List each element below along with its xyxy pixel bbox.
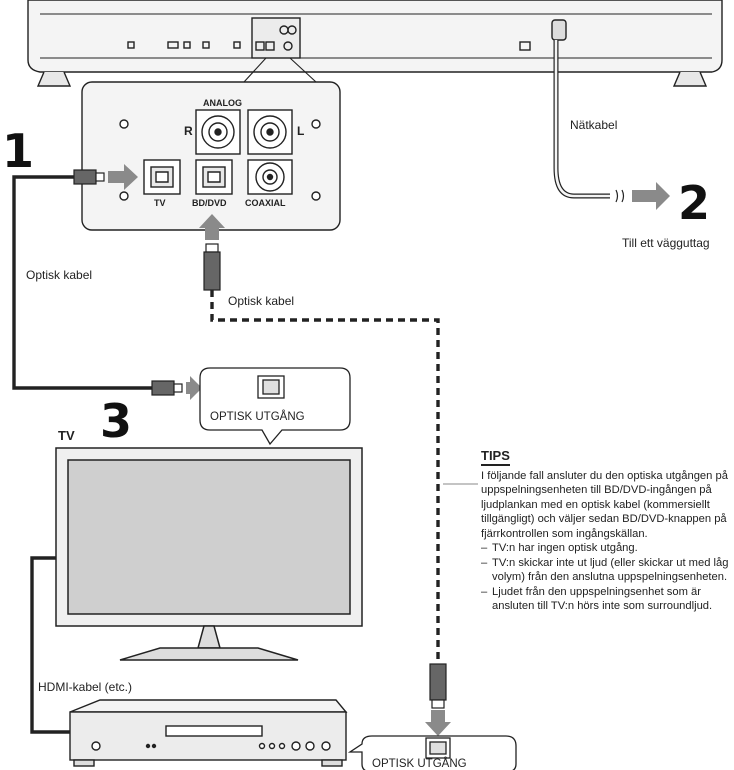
- tips-item: TV:n har ingen optisk utgång.: [481, 541, 734, 556]
- tips-item: Ljudet från den uppspelningsenhet som är…: [481, 585, 734, 614]
- step-2: 2: [678, 176, 711, 230]
- step-3: 3: [100, 394, 133, 448]
- optical-plug-tv-bottom: [151, 380, 183, 396]
- optical-cable-player: [210, 290, 440, 668]
- optical-cable-left-label: Optisk kabel: [26, 268, 93, 282]
- connector-panel: [81, 81, 341, 231]
- bd-dvd-player: [69, 699, 348, 767]
- player-optical-callout: [347, 735, 517, 770]
- zoom-callout-lines: [243, 57, 317, 83]
- optical-plug-bd-top: [203, 243, 221, 291]
- tips-item: TV:n skickar inte ut ljud (eller skickar…: [481, 556, 734, 585]
- hdmi-cable-label: HDMI-kabel (etc.): [38, 680, 133, 694]
- optical-cable-tv: [12, 175, 152, 390]
- analog-label: ANALOG: [203, 98, 242, 108]
- coaxial-label: COAXIAL: [245, 198, 286, 208]
- hdmi-cable: [30, 556, 76, 734]
- arrow-into-bd-port: [199, 214, 225, 240]
- wall-outlet-label: Till ett vägguttag: [622, 236, 710, 250]
- tips-list: TV:n har ingen optisk utgång. TV:n skick…: [481, 541, 734, 614]
- optical-plug-tv-top: [73, 169, 105, 185]
- tips-heading: TIPS: [481, 448, 510, 466]
- player-optical-output-label: OPTISK UTGÅNG: [372, 758, 467, 770]
- power-cable: [553, 40, 625, 203]
- tips-box: TIPS I följande fall ansluter du den opt…: [481, 448, 734, 614]
- tv-optical-callout: [199, 367, 351, 446]
- tv-label: TV: [58, 428, 75, 443]
- arrow-to-outlet: [632, 182, 670, 210]
- bd-dvd-port-label: BD/DVD: [192, 198, 227, 208]
- tv-optical-output-label: OPTISK UTGÅNG: [210, 411, 305, 423]
- optical-cable-middle-label: Optisk kabel: [228, 294, 295, 308]
- arrow-into-tv-port: [108, 164, 138, 190]
- power-cable-label: Nätkabel: [570, 118, 618, 132]
- analog-l-label: L: [297, 124, 305, 138]
- arrow-into-player-output: [425, 710, 451, 736]
- tv-port-label: TV: [154, 198, 166, 208]
- soundbar: [27, 0, 723, 87]
- tv-set: [55, 447, 363, 661]
- optical-plug-player-bottom: [429, 663, 447, 709]
- arrow-into-tv-output: [186, 376, 202, 400]
- tips-body: I följande fall ansluter du den optiska …: [481, 469, 728, 540]
- analog-r-label: R: [184, 124, 193, 138]
- step-1: 1: [2, 124, 35, 178]
